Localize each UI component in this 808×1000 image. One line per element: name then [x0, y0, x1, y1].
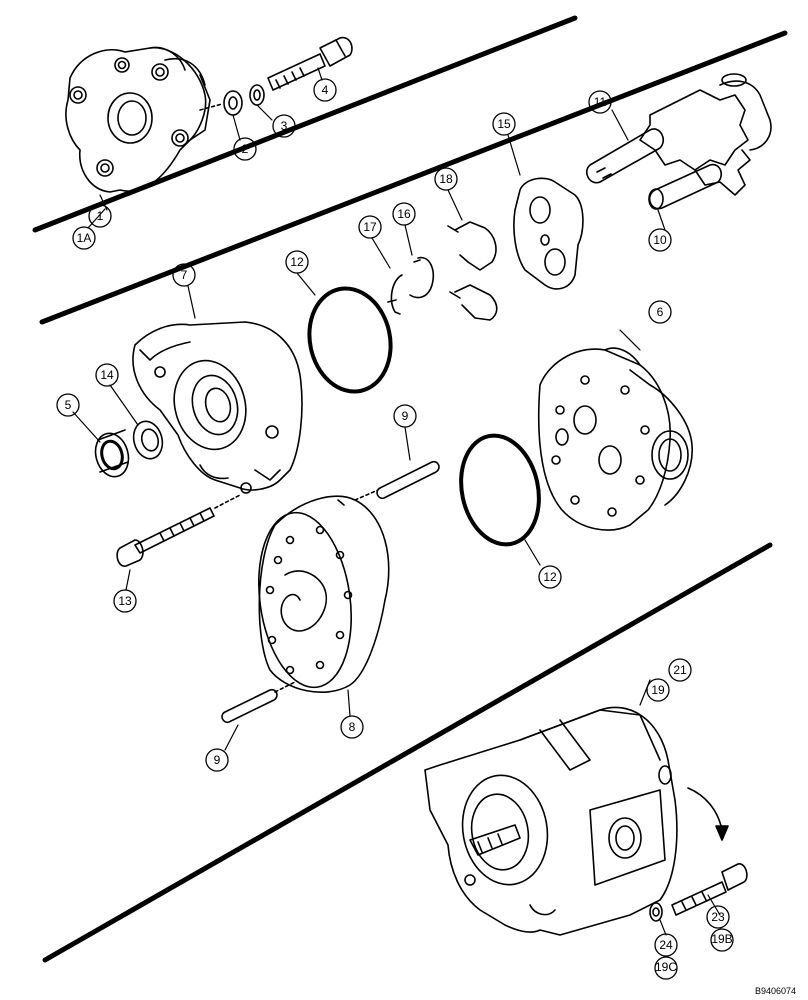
dowel-pin-part-lower	[221, 681, 296, 724]
drawing-number: B9406074	[754, 986, 796, 996]
callout-10: 10	[653, 233, 667, 247]
thrust-washer-part	[132, 420, 164, 460]
callout-12-upper: 12	[290, 255, 304, 269]
leader-lines	[72, 67, 721, 936]
callout-labels: 1 1A 2 3 4 5 6 7 8 9 9 10 11 12 12 13 14…	[65, 83, 733, 974]
bolt-part-top	[267, 36, 353, 91]
callout-7: 7	[181, 268, 188, 282]
callout-2: 2	[242, 142, 249, 156]
callout-1: 1	[97, 209, 104, 223]
callout-3: 3	[281, 119, 288, 133]
rotation-arrow-icon	[687, 787, 729, 841]
o-ring-part-lower	[459, 433, 541, 547]
rear-cover-part	[537, 347, 693, 531]
callout-8: 8	[349, 720, 356, 734]
callout-17: 17	[363, 220, 377, 234]
callout-18: 18	[439, 172, 453, 186]
front-cover-part	[132, 321, 303, 494]
callout-12-lower: 12	[543, 570, 557, 584]
wear-plate-part	[513, 177, 584, 290]
bolt-part-bottom	[671, 863, 748, 916]
dowel-pin-part-upper	[354, 460, 440, 501]
callout-11: 11	[594, 95, 607, 109]
callout-circles	[56, 78, 734, 980]
lock-washer-part	[249, 84, 265, 106]
backup-seal-part	[387, 274, 403, 315]
shaft-seal-part	[94, 429, 130, 478]
bottom-washer-part	[649, 902, 663, 922]
drive-gear-part	[585, 73, 772, 184]
callout-15: 15	[497, 117, 511, 131]
callout-9-lower: 9	[214, 753, 221, 767]
callout-6: 6	[657, 305, 664, 319]
long-bolt-part	[116, 494, 241, 567]
callout-14: 14	[100, 368, 114, 382]
seal-part	[447, 221, 498, 321]
callout-5: 5	[65, 398, 72, 412]
callout-9-upper: 9	[402, 409, 409, 423]
divider-line-middle	[39, 30, 788, 325]
callout-19: 19	[651, 683, 665, 697]
gear-housing-part	[257, 495, 390, 693]
callout-24: 24	[659, 938, 673, 952]
divider-line-bottom	[42, 542, 773, 963]
pump-assembly	[424, 706, 678, 936]
callout-4: 4	[322, 83, 329, 97]
callout-1a: 1A	[77, 231, 92, 245]
driven-gear-part	[648, 149, 751, 210]
divider-line-top	[32, 15, 578, 233]
callout-13: 13	[118, 594, 132, 608]
seal-clip-part	[409, 256, 434, 299]
callout-19c: 19C	[655, 960, 677, 974]
o-ring-part-upper	[307, 286, 393, 394]
callout-21: 21	[673, 663, 687, 677]
callout-19b: 19B	[711, 932, 732, 946]
flange-part	[65, 46, 211, 193]
callout-16: 16	[397, 207, 411, 221]
callout-23: 23	[711, 910, 725, 924]
